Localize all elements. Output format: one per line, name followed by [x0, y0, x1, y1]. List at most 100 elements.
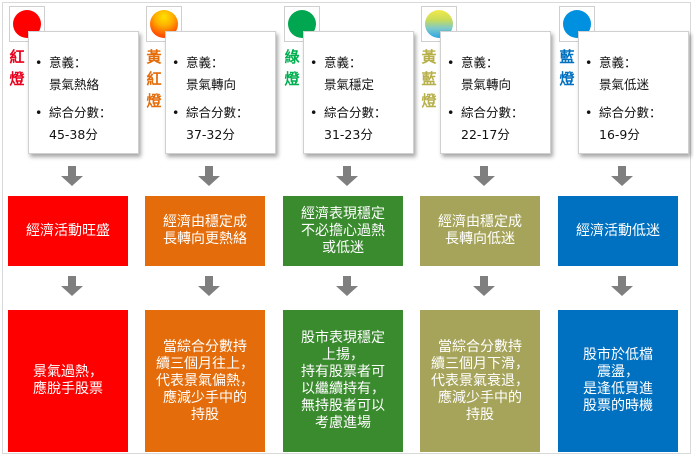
yellow-blue-arrow-down-icon-2-head: [473, 286, 495, 296]
bullet-dot: •: [585, 105, 593, 120]
side-label-char: 燈: [284, 70, 300, 88]
yellow-red-info-card: • 意義： 景氣轉向 • 綜合分數： 37-32分: [165, 31, 276, 154]
blue-info-card: •意義： 景氣低迷 • 綜合分數： 16-9分: [578, 31, 689, 154]
side-label-char: 燈: [421, 92, 437, 110]
yellow-blue-advice-text: 當綜合分數持 續三個月下滑， 代表景氣衰退， 應減少手中的 持股: [431, 338, 529, 423]
green-advice-box: 股市表現穩定 上揚， 持有股票者可 以繼續持有， 無持股者可以 考慮進場: [283, 310, 403, 452]
blue-advice-box: 股市於低檔 震盪， 是逢低買進 股票的時機: [558, 310, 678, 452]
green-side-label: 綠燈: [283, 46, 301, 90]
meaning-value: 景氣轉向: [186, 77, 237, 92]
blue-arrow-down-icon-2-head: [611, 286, 633, 296]
score-line: • 綜合分數：: [35, 102, 112, 121]
red-economy-text: 經濟活動旺盛: [26, 222, 110, 239]
yellow-red-economy-text: 經濟由穩定成 長轉向更熱絡: [163, 214, 247, 247]
green-info-card: • 意義： 景氣穩定 • 綜合分數： 31-23分: [303, 31, 414, 154]
score-value: 31-23分: [324, 127, 373, 142]
red-info-card: • 意義： 景氣熱絡 • 綜合分數： 45-38分: [28, 31, 139, 154]
green-arrow-down-icon-2-shaft: [343, 276, 351, 286]
side-label-char: 綠: [284, 48, 300, 66]
meaning-label: 意義：: [461, 55, 499, 70]
score-value: 45-38分: [49, 127, 98, 142]
signal-column-yellow-red: 黃紅燈 • 意義： 景氣轉向 • 綜合分數： 37-32分經濟由穩定成 長轉向更熱絡當綜合分…: [145, 0, 280, 457]
yellow-red-arrow-down-icon-head: [198, 176, 220, 186]
side-label-char: 黃: [146, 48, 162, 66]
green-arrow-down-icon-shaft: [343, 166, 351, 176]
blue-advice-text: 股市於低檔 震盪， 是逢低買進 股票的時機: [583, 347, 653, 414]
meaning-value: 景氣穩定: [324, 77, 375, 92]
meaning-value: 景氣低迷: [599, 77, 650, 92]
blue-side-label: 藍燈: [558, 46, 576, 90]
signal-column-blue: 藍燈 •意義： 景氣低迷 • 綜合分數： 16-9分經濟活動低迷股市於低檔 震盪， 是逢低…: [558, 0, 693, 457]
score-label: 綜合分數：: [599, 105, 662, 120]
score-label: 綜合分數：: [49, 105, 112, 120]
score-label: 綜合分數：: [186, 105, 249, 120]
red-arrow-down-icon-head: [61, 176, 83, 186]
meaning-value: 景氣熱絡: [49, 77, 100, 92]
side-label-char: 燈: [146, 92, 162, 110]
yellow-blue-advice-box: 當綜合分數持 續三個月下滑， 代表景氣衰退， 應減少手中的 持股: [420, 310, 540, 452]
meaning-line: • 意義：: [172, 52, 224, 71]
meaning-line: • 意義：: [310, 52, 362, 71]
blue-economy-box: 經濟活動低迷: [558, 196, 678, 266]
red-arrow-down-icon-2-head: [61, 286, 83, 296]
bullet-dot: •: [172, 105, 180, 120]
meaning-label: 意義：: [324, 55, 362, 70]
blue-arrow-down-icon-head: [611, 176, 633, 186]
yellow-red-side-label: 黃紅燈: [145, 46, 163, 112]
green-arrow-down-icon-head: [336, 176, 358, 186]
score-line: • 綜合分數：: [585, 102, 662, 121]
bullet-dot: •: [310, 55, 318, 70]
bullet-dot: •: [447, 55, 455, 70]
signal-column-yellow-blue: 黃藍燈•意義：景氣轉向•綜合分數：22-17分經濟由穩定成 長轉向低迷當綜合分數…: [420, 0, 555, 457]
score-value: 16-9分: [599, 127, 640, 142]
yellow-red-arrow-down-icon-shaft: [205, 166, 213, 176]
side-label-char: 紅: [146, 70, 162, 88]
green-advice-text: 股市表現穩定 上揚， 持有股票者可 以繼續持有， 無持股者可以 考慮進場: [301, 330, 385, 431]
yellow-blue-arrow-down-icon-head: [473, 176, 495, 186]
bullet-dot: •: [35, 55, 43, 70]
signal-column-green: 綠燈 • 意義： 景氣穩定 • 綜合分數： 31-23分經濟表現穩定 不必擔心過熱 或低迷股…: [283, 0, 418, 457]
red-side-label: 紅燈: [8, 46, 26, 90]
red-advice-box: 景氣過熱， 應脫手股票: [8, 310, 128, 452]
meaning-line: • 意義：: [447, 52, 499, 71]
yellow-red-arrow-down-icon-2-head: [198, 286, 220, 296]
yellow-red-economy-box: 經濟由穩定成 長轉向更熱絡: [145, 196, 265, 266]
blue-economy-text: 經濟活動低迷: [576, 222, 660, 239]
yellow-red-advice-text: 當綜合分數持 續三個月往上， 代表景氣偏熱， 應減少手中的 持股: [156, 338, 254, 423]
yellow-blue-economy-box: 經濟由穩定成 長轉向低迷: [420, 196, 540, 266]
red-arrow-down-icon-2-shaft: [68, 276, 76, 286]
yellow-blue-arrow-down-icon-2-shaft: [480, 276, 488, 286]
side-label-char: 黃: [421, 48, 437, 66]
meaning-line: • 意義：: [35, 52, 87, 71]
meaning-label: 意義：: [599, 55, 637, 70]
side-label-char: 紅: [9, 48, 25, 66]
yellow-blue-economy-text: 經濟由穩定成 長轉向低迷: [438, 214, 522, 247]
meaning-line: •意義：: [585, 52, 637, 71]
score-line: • 綜合分數：: [310, 102, 387, 121]
red-advice-text: 景氣過熱， 應脫手股票: [33, 364, 103, 397]
green-arrow-down-icon-2-head: [336, 286, 358, 296]
side-label-char: 藍: [559, 48, 575, 66]
meaning-value: 景氣轉向: [461, 77, 512, 92]
bullet-dot: •: [35, 105, 43, 120]
yellow-red-advice-box: 當綜合分數持 續三個月往上， 代表景氣偏熱， 應減少手中的 持股: [145, 310, 265, 452]
green-economy-box: 經濟表現穩定 不必擔心過熱 或低迷: [283, 196, 403, 266]
bullet-dot: •: [310, 105, 318, 120]
meaning-label: 意義：: [49, 55, 87, 70]
score-label: 綜合分數：: [461, 105, 524, 120]
bullet-dot: •: [172, 55, 180, 70]
side-label-char: 燈: [559, 70, 575, 88]
red-arrow-down-icon-shaft: [68, 166, 76, 176]
meaning-label: 意義：: [186, 55, 224, 70]
yellow-blue-arrow-down-icon-shaft: [480, 166, 488, 176]
side-label-char: 藍: [421, 70, 437, 88]
yellow-blue-side-label: 黃藍燈: [420, 46, 438, 112]
side-label-char: 燈: [9, 70, 25, 88]
score-line: •綜合分數：: [447, 102, 524, 121]
score-line: • 綜合分數：: [172, 102, 249, 121]
green-economy-text: 經濟表現穩定 不必擔心過熱 或低迷: [301, 205, 385, 256]
blue-arrow-down-icon-shaft: [618, 166, 626, 176]
score-value: 37-32分: [186, 127, 235, 142]
score-label: 綜合分數：: [324, 105, 387, 120]
